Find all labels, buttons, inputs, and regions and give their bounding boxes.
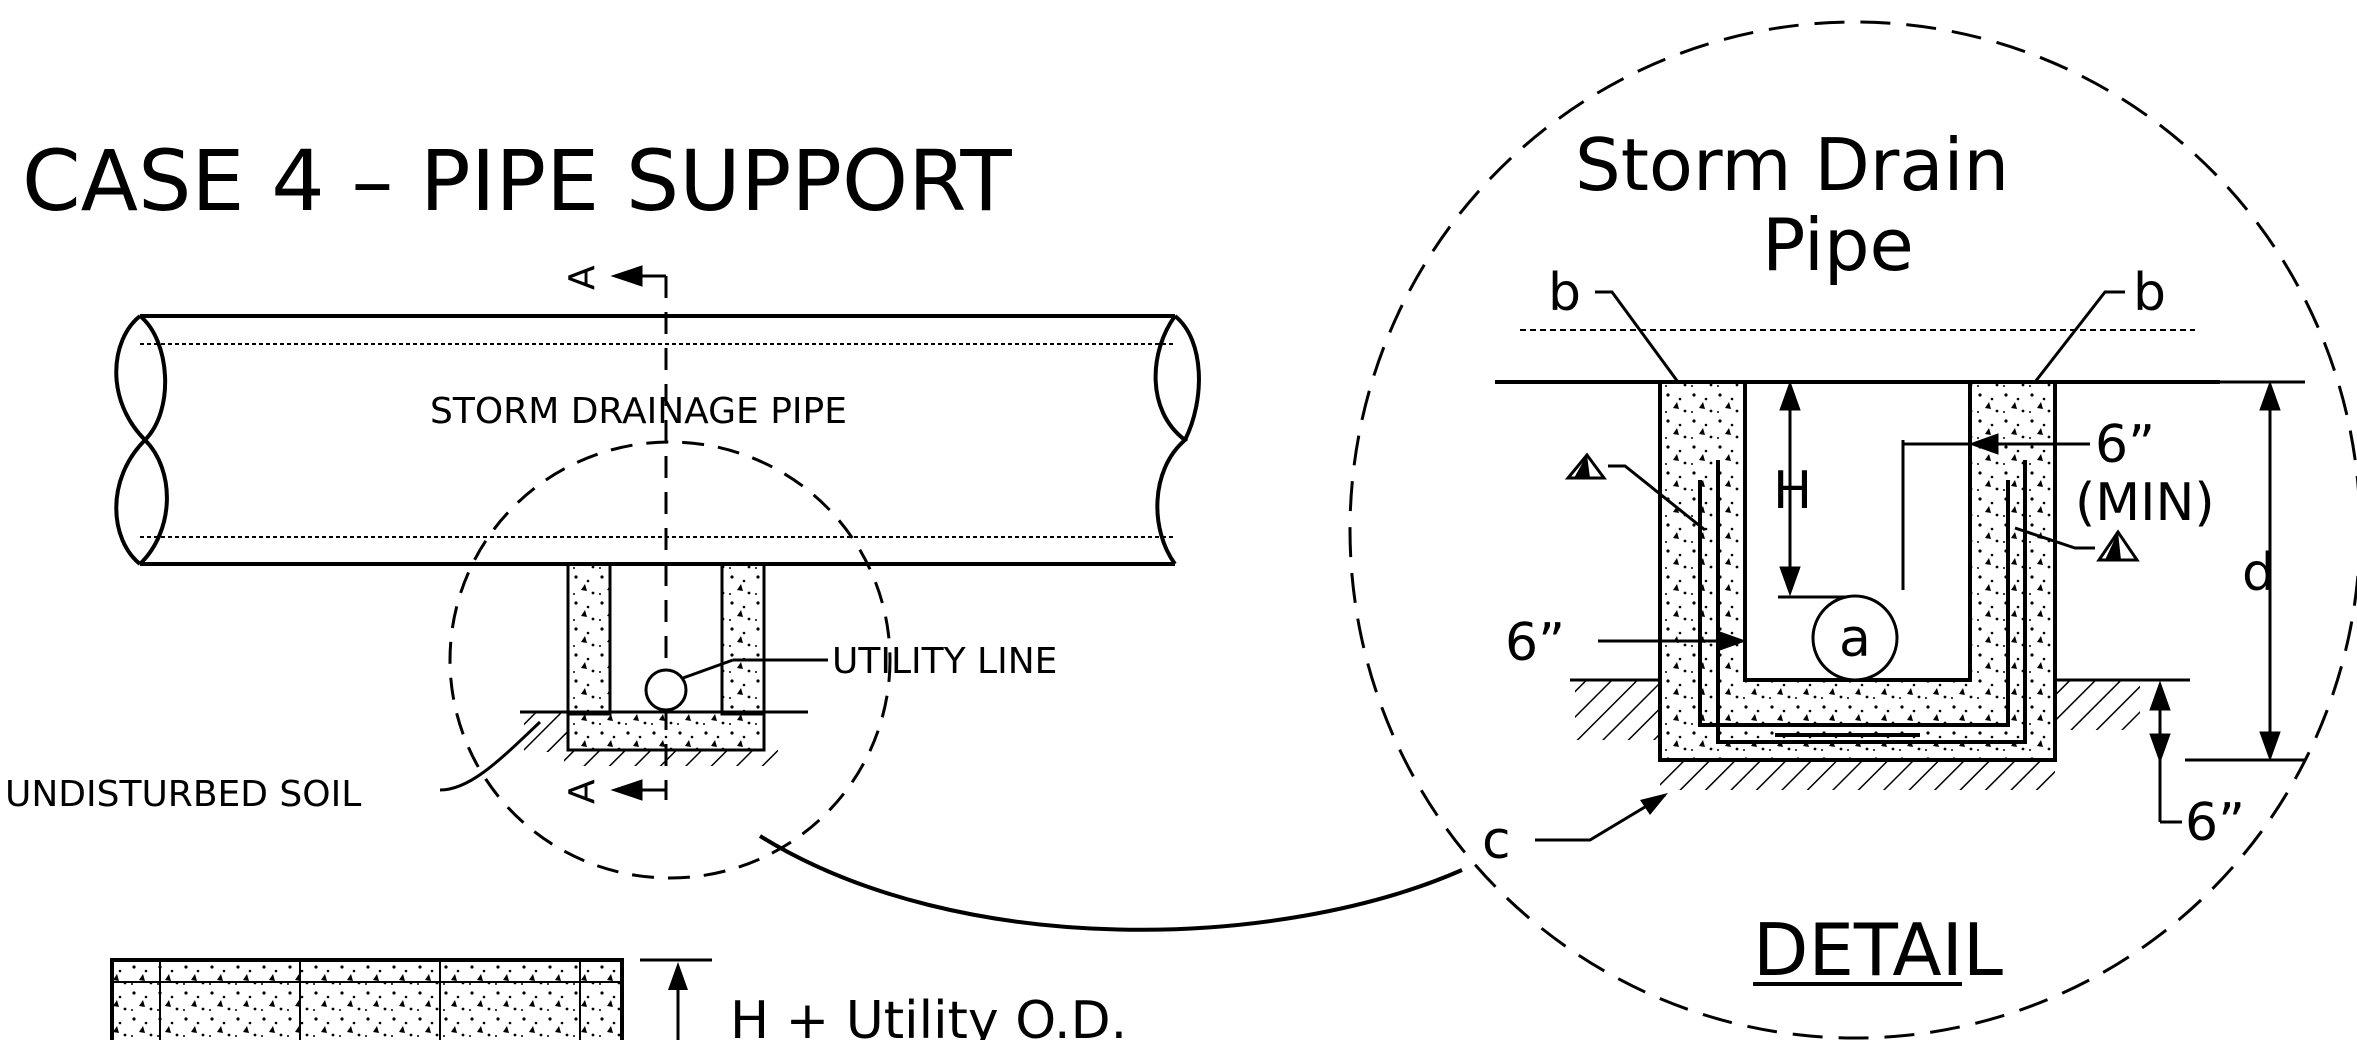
label-H: H xyxy=(1773,461,1812,521)
dim-6-bottom xyxy=(2149,680,2182,824)
dim-6-left xyxy=(1598,630,1747,652)
utility-line-circle xyxy=(644,668,688,712)
detail-caption: DETAIL xyxy=(1753,908,2003,992)
label-b-left: b xyxy=(1548,263,1581,323)
pipe-label: STORM DRAINAGE PIPE xyxy=(430,391,847,432)
detail-connector xyxy=(758,834,1463,932)
section-dimension-label: H + Utility O.D. xyxy=(730,991,1127,1040)
label-min: (MIN) xyxy=(2075,473,2215,533)
detail-circle xyxy=(1348,20,2357,1040)
section-marker-bottom: A xyxy=(562,779,603,804)
pipe-break-right xyxy=(1153,314,1201,566)
utility-label: UTILITY LINE xyxy=(832,641,1057,682)
warning-triangle-right-icon xyxy=(2014,526,2140,562)
pipe-break-left xyxy=(114,314,169,566)
detail-title-line2: Pipe xyxy=(1762,203,1914,287)
label-c: c xyxy=(1482,811,1511,871)
label-d: d xyxy=(2242,543,2275,603)
section-view xyxy=(110,958,712,1040)
label-b-right: b xyxy=(2133,263,2166,323)
label-6-left: 6” xyxy=(1505,613,1565,673)
main-view xyxy=(114,314,1201,566)
detail-title-line1: Storm Drain xyxy=(1575,123,2009,207)
pipe-a-circle xyxy=(1811,594,1899,682)
support-columns xyxy=(566,562,766,752)
label-a: a xyxy=(1839,609,1871,669)
soil-label: UNDISTURBED SOIL xyxy=(5,774,361,815)
detail-rebar xyxy=(1698,460,2027,744)
section-marker-top: A xyxy=(562,265,603,290)
dim-d xyxy=(2180,380,2305,762)
dim-6-min xyxy=(1901,433,2090,590)
soil-hatch-detail xyxy=(1570,678,2190,790)
label-6-bottom: 6” xyxy=(2185,793,2245,853)
label-6-min: 6” xyxy=(2095,415,2155,475)
warning-triangle-left-icon xyxy=(1564,452,1706,532)
page-title: CASE 4 – PIPE SUPPORT xyxy=(22,132,1012,230)
detail-callout-circle xyxy=(448,440,892,880)
